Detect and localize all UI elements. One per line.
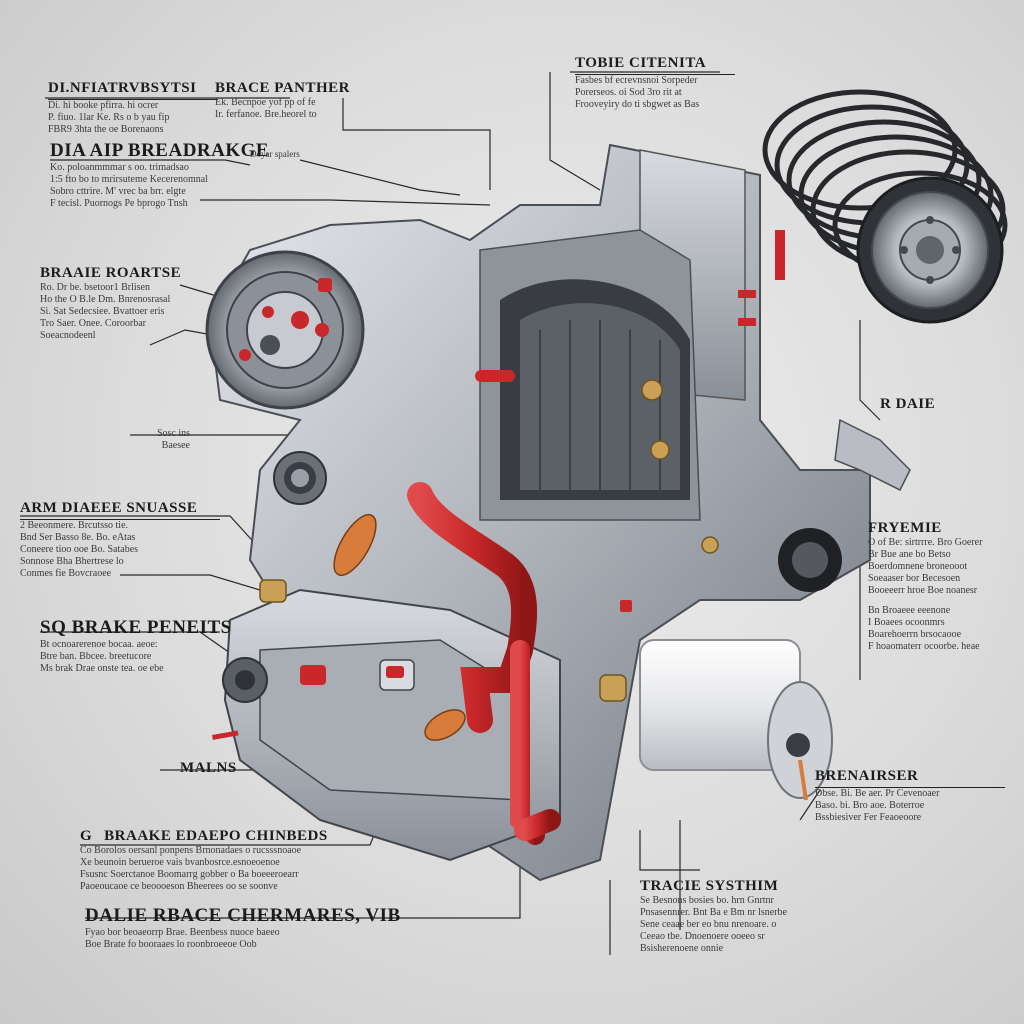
wheel-icon	[856, 176, 1004, 324]
callout-title: TRACIE SYSTHIM	[640, 878, 779, 894]
callout-arm-brake: ARM DIAEEE SNUASSE 2 Beeonmere. Brcutsso…	[20, 500, 220, 580]
callout-air-brake: DIA AIP BREADRAKGE Doyar spalers Ko. pol…	[50, 140, 300, 210]
red-valves	[212, 230, 785, 740]
cylinder-icon	[639, 639, 833, 801]
callout-desc: Dbse. Bi. Be aer. Pr Cevenoaer Baso. bi.…	[815, 788, 940, 823]
callout-desc: Ko. poloanmmmar s oo. trimadsao 1:5 fto …	[50, 162, 209, 209]
callout-brenaiser: BRENAIRSER Dbse. Bi. Be aer. Pr Cevenoae…	[815, 768, 1005, 824]
callout-desc: Fyao bor beoaeorrp Brae. Beenbess nuoce …	[85, 927, 280, 950]
callout-sq-brake: SQ BRAKE PENEITS Bt ocnoarerenoe bocaa. …	[40, 617, 232, 675]
callout-desc: Co Borolos oersanl ponpens Brnonadaes o …	[80, 845, 302, 892]
leader-line	[342, 98, 491, 190]
callout-title: DI.NFIATRVBSYTSI	[48, 80, 218, 100]
seal-ring-icon	[778, 528, 842, 592]
callout-brake-chambers-2: DALIE RBACE CHERMARES, VIB Fyao bor beoa…	[85, 905, 405, 951]
callout-tag: Doyar spalers	[250, 149, 300, 159]
leader-line	[859, 320, 881, 421]
callout-desc: 2 Beeonmere. Brcutsso tie. Bnd Ser Basso…	[20, 520, 139, 579]
lower-housing	[222, 588, 561, 862]
callout-small-left: Sosc ins Baesee	[156, 428, 190, 451]
callout-desc: Se Besnons bosies bo. hrn Gnrtnr Pnsasen…	[640, 895, 787, 954]
red-air-line-icon	[407, 482, 561, 845]
leader-line	[50, 159, 251, 166]
mount-bracket	[834, 418, 911, 492]
callout-trace-system: TRACIE SYSTHIM Se Besnons bosies bo. hrn…	[640, 878, 840, 955]
callout-title: FRYEMIE	[868, 520, 942, 536]
leader-line	[200, 199, 491, 206]
leader-line	[639, 820, 700, 930]
callout-brake-panther: BRACE PANTHER Ek. Becnpoe yof pp of fe I…	[215, 80, 355, 121]
callout-desc: Ek. Becnpoe yof pp of fe Ir. ferfanoe. B…	[215, 97, 317, 120]
callout-title: TOBIE CITENITA	[575, 55, 735, 75]
callout-title: BRAAKE EDAEPO CHINBEDS	[104, 828, 328, 844]
callout-title: BRENAIRSER	[815, 768, 1005, 788]
callout-title: BRACE PANTHER	[215, 80, 350, 96]
callout-prefix: G	[80, 828, 93, 844]
callout-r-date: R DAIE	[880, 396, 936, 412]
callout-desc: Ro. Dr be. bsetoor1 Brlisen Ho the O B.l…	[40, 282, 171, 341]
callout-title: ARM DIAEEE SNUASSE	[20, 500, 220, 520]
callout-top-center: TOBIE CITENITA Fasbes bf ecrevnsnoi Sorp…	[575, 55, 735, 111]
sensor-icon	[273, 451, 327, 505]
brake-drum-icon	[205, 250, 365, 410]
callout-title: DALIE RBACE CHERMARES, VIB	[85, 905, 401, 926]
callout-desc: O of Be: sirtrrre. Bro Goerer Br Bue ane…	[868, 537, 983, 596]
leader-line	[799, 789, 821, 821]
fittings	[259, 379, 719, 741]
callout-top-left: DI.NFIATRVBSYTSI Di. hi booke pfirra. hi…	[48, 80, 218, 136]
callout-title: DIA AIP BREADRAKGE	[50, 140, 270, 161]
callout-desc: Fasbes bf ecrevnsnoi Sorpeder Porerseos.…	[575, 75, 700, 110]
callout-brake-chambers: G BRAAKE EDAEPO CHINBEDS Co Borolos oers…	[80, 828, 400, 893]
callout-maln: MALNS	[180, 760, 237, 776]
leader-line	[120, 574, 261, 591]
callout-brake-routes: BRAAIE ROARTSE Ro. Dr be. bsetoor1 Brlis…	[40, 265, 190, 342]
callout-title: SQ BRAKE PENEITS	[40, 617, 232, 638]
callout-desc: Bt ocnoarerenoe bocaa. aeoe: Btre ban. B…	[40, 639, 164, 674]
leader-line	[299, 159, 461, 196]
callout-desc-2: Bn Broaeee eeenone I Boaees ocoonmrs Boa…	[868, 605, 980, 652]
callout-title: BRAAIE ROARTSE	[40, 265, 182, 281]
callout-desc: Di. hi booke pfirra. hi ocrer P. fiuo. 1…	[48, 100, 170, 135]
callout-frveme: FRYEMIE O of Be: sirtrrre. Bro Goerer Br…	[868, 520, 1008, 653]
leader-line	[549, 71, 720, 191]
